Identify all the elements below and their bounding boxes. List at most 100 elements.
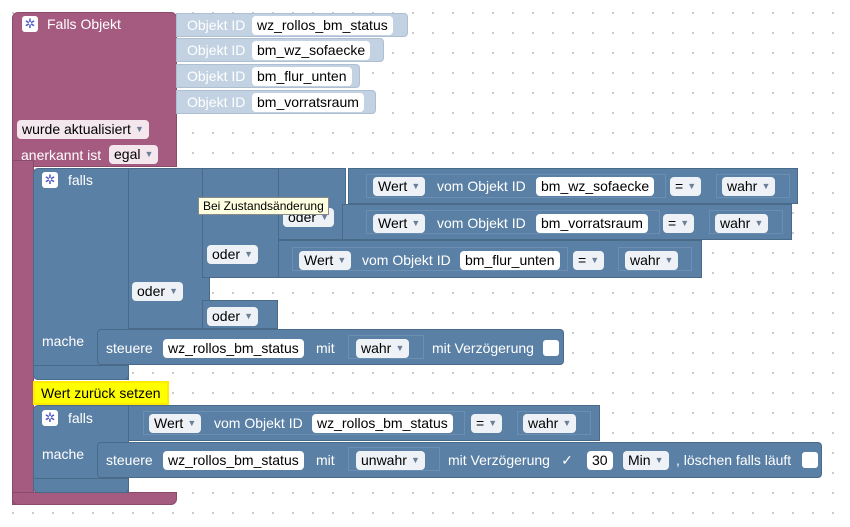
delay-value-field[interactable]: 30 <box>587 451 613 470</box>
bool-dropdown[interactable]: wahr▼ <box>523 414 577 433</box>
condition-object-field[interactable]: wz_rollos_bm_status <box>312 414 453 433</box>
chevron-down-icon: ▼ <box>680 218 690 228</box>
chevron-down-icon: ▼ <box>664 255 674 265</box>
ack-label: anerkannt ist <box>21 147 102 163</box>
mache-label: mache <box>42 446 85 462</box>
or-dropdown[interactable]: oder▼ <box>207 307 259 326</box>
chevron-down-icon: ▼ <box>411 218 421 228</box>
bool-dropdown[interactable]: wahr▼ <box>722 177 776 196</box>
mit-label: mit <box>316 452 335 468</box>
chevron-down-icon: ▼ <box>590 255 600 265</box>
value-dropdown[interactable]: Wert▼ <box>373 214 426 233</box>
value-dropdown-text: Wert <box>304 252 334 268</box>
delay-checkbox[interactable]: ✓ <box>561 452 573 468</box>
chevron-down-icon: ▼ <box>135 124 144 134</box>
if-gear-icon[interactable]: ✲ <box>42 172 58 188</box>
steuere-label: steuere <box>106 340 153 356</box>
op-dropdown[interactable]: =▼ <box>663 214 695 233</box>
object-id-field[interactable]: bm_flur_unten <box>252 67 352 86</box>
trigger-dropdown[interactable]: wurde aktualisiert ▼ <box>17 120 149 139</box>
unit-dropdown[interactable]: Min▼ <box>623 451 669 470</box>
vom-label: vom Objekt ID <box>437 178 526 194</box>
chevron-down-icon: ▼ <box>411 455 420 465</box>
chevron-down-icon: ▼ <box>654 455 664 465</box>
chevron-down-icon: ▼ <box>488 418 498 428</box>
comment-note[interactable]: Wert zurück setzen <box>33 381 169 405</box>
bool-dropdown-text: wahr <box>630 252 661 268</box>
chevron-down-icon: ▼ <box>244 249 254 259</box>
event-block[interactable] <box>12 12 177 167</box>
op-dropdown[interactable]: =▼ <box>471 414 503 433</box>
event-gear-icon[interactable]: ✲ <box>22 16 38 32</box>
or-dropdown[interactable]: oder▼ <box>132 282 184 301</box>
value-dropdown[interactable]: Wert▼ <box>149 414 202 433</box>
op-dropdown[interactable]: =▼ <box>670 177 702 196</box>
event-title: Falls Objekt <box>47 16 121 32</box>
op-dropdown-text: = <box>476 415 485 431</box>
bool-dropdown-text: wahr <box>720 215 751 231</box>
object-id-field[interactable]: bm_vorratsraum <box>252 93 364 112</box>
bool-dropdown-text: unwahr <box>361 452 407 468</box>
event-block-footer <box>12 492 177 505</box>
object-id-field[interactable]: bm_wz_sofaecke <box>252 41 371 60</box>
or-dropdown-value: oder <box>212 246 241 262</box>
ack-dropdown[interactable]: egal▼ <box>109 145 159 164</box>
condition-object-field[interactable]: bm_flur_unten <box>460 251 560 270</box>
value-dropdown-text: Wert <box>154 415 184 431</box>
chevron-down-icon: ▼ <box>187 418 197 428</box>
object-id-field[interactable]: wz_rollos_bm_status <box>252 16 393 35</box>
chevron-down-icon: ▼ <box>169 286 179 296</box>
or-dropdown[interactable]: oder▼ <box>207 245 259 264</box>
if-block-2-footer <box>33 478 129 493</box>
trigger-dropdown-value: wurde aktualisiert <box>22 121 131 137</box>
bool-dropdown[interactable]: wahr▼ <box>625 251 679 270</box>
value-dropdown[interactable]: Wert▼ <box>299 251 352 270</box>
op-dropdown[interactable]: =▼ <box>573 251 605 270</box>
condition-object-field[interactable]: bm_vorratsraum <box>536 214 648 233</box>
control-object-field[interactable]: wz_rollos_bm_status <box>163 451 304 470</box>
mit-label: mit <box>316 340 335 356</box>
or-dropdown-value: oder <box>137 283 166 299</box>
if-gear-icon[interactable]: ✲ <box>42 410 58 426</box>
delay-label: mit Verzögerung <box>448 452 550 468</box>
delay-checkbox[interactable] <box>543 340 559 356</box>
steuere-label: steuere <box>106 452 153 468</box>
chevron-down-icon: ▼ <box>244 311 254 321</box>
object-id-label: Objekt ID <box>187 68 246 84</box>
or-dropdown-value: oder <box>212 308 241 324</box>
bool-dropdown-text: wahr <box>727 178 758 194</box>
chevron-down-icon: ▼ <box>320 212 330 222</box>
control-object-field[interactable]: wz_rollos_bm_status <box>163 339 304 358</box>
value-dropdown[interactable]: Wert▼ <box>373 177 426 196</box>
value-dropdown-text: Wert <box>378 215 408 231</box>
ack-dropdown-value: egal <box>114 146 141 162</box>
tooltip: Bei Zustandsänderung <box>198 197 329 215</box>
condition-object-field[interactable]: bm_wz_sofaecke <box>536 177 655 196</box>
if-block-1-footer <box>33 365 129 380</box>
chevron-down-icon: ▼ <box>395 343 405 353</box>
event-block-spine <box>12 160 34 505</box>
chevron-down-icon: ▼ <box>562 418 572 428</box>
delay-label: mit Verzögerung <box>432 340 534 356</box>
bool-dropdown[interactable]: wahr▼ <box>356 339 410 358</box>
bool-dropdown[interactable]: wahr▼ <box>715 214 769 233</box>
op-dropdown-text: = <box>675 178 684 194</box>
chevron-down-icon: ▼ <box>761 181 771 191</box>
falls-label: falls <box>68 410 93 426</box>
bool-dropdown-text: wahr <box>361 340 392 356</box>
clear-checkbox[interactable] <box>802 452 818 468</box>
vom-label: vom Objekt ID <box>362 252 451 268</box>
vom-label: vom Objekt ID <box>214 415 303 431</box>
falls-label: falls <box>68 172 93 188</box>
chevron-down-icon: ▼ <box>337 255 347 265</box>
object-id-label: Objekt ID <box>187 17 246 33</box>
object-id-label: Objekt ID <box>187 94 246 110</box>
chevron-down-icon: ▼ <box>754 218 764 228</box>
bool-dropdown-text: wahr <box>528 415 559 431</box>
bool-dropdown[interactable]: unwahr ▼ <box>356 451 425 470</box>
chevron-down-icon: ▼ <box>687 181 697 191</box>
value-dropdown-text: Wert <box>378 178 408 194</box>
op-dropdown-text: = <box>668 215 677 231</box>
or-block-outer[interactable] <box>128 168 210 329</box>
object-id-label: Objekt ID <box>187 42 246 58</box>
